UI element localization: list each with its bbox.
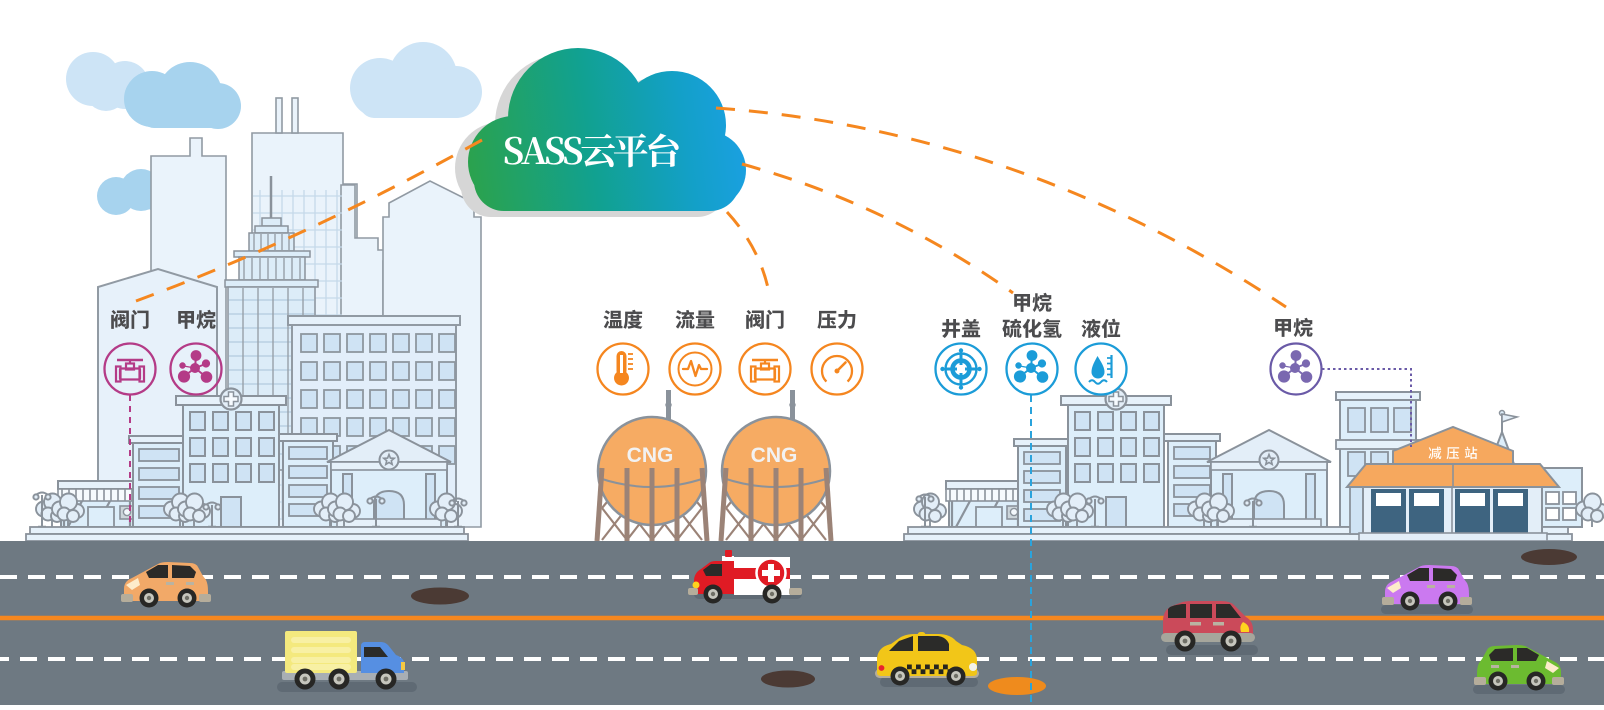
- svg-text:CNG: CNG: [627, 444, 674, 467]
- svg-text:CNG: CNG: [751, 444, 798, 467]
